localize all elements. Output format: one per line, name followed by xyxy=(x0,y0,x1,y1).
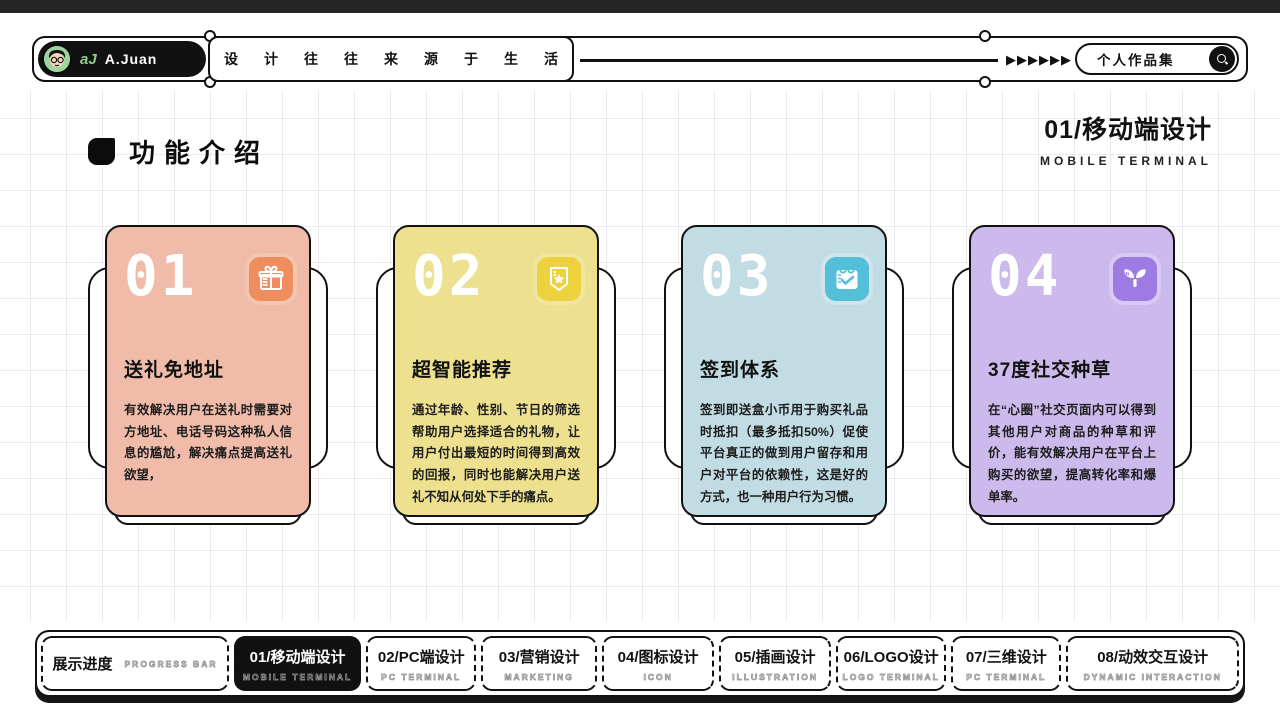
calendar-check-icon xyxy=(825,257,869,301)
header-bar: aJ A.Juan 设计往往来源于生活 ▶▶▶▶▶▶ 个人作品集 xyxy=(32,30,1248,88)
card-number: 02 xyxy=(412,244,486,309)
progress-label-en: PROGRESS BAR xyxy=(124,658,218,669)
tab-3d-design[interactable]: 07/三维设计 PC TERMINAL xyxy=(951,636,1062,691)
tab-pc-design[interactable]: 02/PC端设计 PC TERMINAL xyxy=(366,636,477,691)
card-title: 送礼免地址 xyxy=(124,360,225,381)
card-number: 01 xyxy=(124,244,198,309)
tab-mobile-design[interactable]: 01/移动端设计 MOBILE TERMINAL xyxy=(234,636,362,691)
tab-label: 01/移动端设计 xyxy=(249,648,346,666)
tab-sublabel: MOBILE TERMINAL xyxy=(242,671,353,682)
tab-sublabel: ICON xyxy=(643,671,673,682)
tab-logo-design[interactable]: 06/LOGO设计 LOGO TERMINAL xyxy=(836,636,947,691)
section-heading: 功能介绍 xyxy=(88,133,269,170)
chapter-subtitle: MOBILE TERMINAL xyxy=(1040,154,1212,168)
portfolio-label: 个人作品集 xyxy=(1097,53,1175,68)
progress-label: 展示进度 xyxy=(52,656,113,673)
section-title: 功能介绍 xyxy=(129,138,270,168)
card-title: 超智能推荐 xyxy=(412,360,513,381)
search-icon xyxy=(1216,53,1228,65)
card-title: 37度社交种草 xyxy=(988,360,1112,381)
logo-initials: aJ xyxy=(80,50,97,68)
feature-card-1: 01 送礼免地址 有效解决用户在送礼时需要对方地址、电话号码这种私人信息的尴尬，… xyxy=(88,225,328,525)
card-body: 在“心圈”社交页面内可以得到其他用户对商品的种草和评价，能有效解决用户在平台上购… xyxy=(988,403,1156,504)
card-title: 签到体系 xyxy=(700,360,781,381)
card-number: 04 xyxy=(988,244,1062,309)
portfolio-pill[interactable]: 个人作品集 xyxy=(1075,43,1239,75)
tab-icon-design[interactable]: 04/图标设计 ICON xyxy=(602,636,715,691)
avatar xyxy=(42,44,72,74)
feature-card-4: 04 37度社交种草 在“心圈”社交页面内可以得到其他用户对商品的种草和评价，能… xyxy=(952,225,1192,525)
tab-sublabel: MARKETING xyxy=(504,671,574,682)
gift-icon xyxy=(249,257,293,301)
tab-sublabel: PC TERMINAL xyxy=(966,671,1047,682)
card-body: 有效解决用户在送礼时需要对方地址、电话号码这种私人信息的尴尬，解决痛点提高送礼欲… xyxy=(124,403,292,483)
tab-sublabel: ILLUSTRATION xyxy=(732,671,818,682)
ticket-notch xyxy=(979,76,991,88)
card-face[interactable]: 03 签到体系 签到即送盒小币用于购买礼品时抵扣（最多抵扣50%）促使平台真正的… xyxy=(681,225,887,517)
top-black-bar xyxy=(0,0,1280,13)
slogan-box: 设计往往来源于生活 xyxy=(208,36,574,82)
arrow-icons: ▶▶▶▶▶▶ xyxy=(1006,52,1072,67)
divider-line xyxy=(580,59,998,62)
tab-marketing-design[interactable]: 03/营销设计 MARKETING xyxy=(481,636,598,691)
card-face[interactable]: 01 送礼免地址 有效解决用户在送礼时需要对方地址、电话号码这种私人信息的尴尬，… xyxy=(105,225,311,517)
tab-motion-design[interactable]: 08/动效交互设计 DYNAMIC INTERACTION xyxy=(1066,636,1239,691)
logo[interactable]: aJ A.Juan xyxy=(38,41,206,77)
card-face[interactable]: 04 37度社交种草 在“心圈”社交页面内可以得到其他用户对商品的种草和评价，能… xyxy=(969,225,1175,517)
tab-label: 02/PC端设计 xyxy=(377,648,465,666)
tab-label: 03/营销设计 xyxy=(498,648,580,666)
feature-card-2: 02 超智能推荐 通过年龄、性别、节日的筛选帮助用户选择适合的礼物，让用户付出最… xyxy=(376,225,616,525)
section-bullet-icon xyxy=(88,138,115,165)
chapter-title: 01/移动端设计 xyxy=(1044,116,1212,144)
tab-illustration-design[interactable]: 05/插画设计 ILLUSTRATION xyxy=(719,636,832,691)
logo-name: A.Juan xyxy=(104,51,158,67)
tab-sublabel: PC TERMINAL xyxy=(381,671,462,682)
card-face[interactable]: 02 超智能推荐 通过年龄、性别、节日的筛选帮助用户选择适合的礼物，让用户付出最… xyxy=(393,225,599,517)
card-body: 通过年龄、性别、节日的筛选帮助用户选择适合的礼物，让用户付出最短的时间得到高效的… xyxy=(412,403,580,504)
progress-label-segment: 展示进度 PROGRESS BAR xyxy=(41,636,229,691)
progress-nav: 展示进度 PROGRESS BAR 01/移动端设计 MOBILE TERMIN… xyxy=(35,630,1245,697)
badge-star-icon xyxy=(537,257,581,301)
slogan-text: 设计往往来源于生活 xyxy=(224,51,584,67)
tab-label: 05/插画设计 xyxy=(734,648,816,666)
tab-label: 04/图标设计 xyxy=(617,648,699,666)
feature-card-3: 03 签到体系 签到即送盒小币用于购买礼品时抵扣（最多抵扣50%）促使平台真正的… xyxy=(664,225,904,525)
tab-sublabel: DYNAMIC INTERACTION xyxy=(1083,671,1222,682)
chapter-heading: 01/移动端设计 MOBILE TERMINAL xyxy=(1040,110,1212,168)
ticket-notch xyxy=(979,30,991,42)
tab-label: 06/LOGO设计 xyxy=(843,648,939,666)
sprout-icon xyxy=(1113,257,1157,301)
tab-sublabel: LOGO TERMINAL xyxy=(842,671,940,682)
tab-label: 08/动效交互设计 xyxy=(1097,648,1209,666)
search-button[interactable] xyxy=(1209,46,1235,72)
card-body: 签到即送盒小币用于购买礼品时抵扣（最多抵扣50%）促使平台真正的做到用户留存和用… xyxy=(700,403,868,504)
tab-label: 07/三维设计 xyxy=(965,648,1047,666)
card-number: 03 xyxy=(700,244,774,309)
